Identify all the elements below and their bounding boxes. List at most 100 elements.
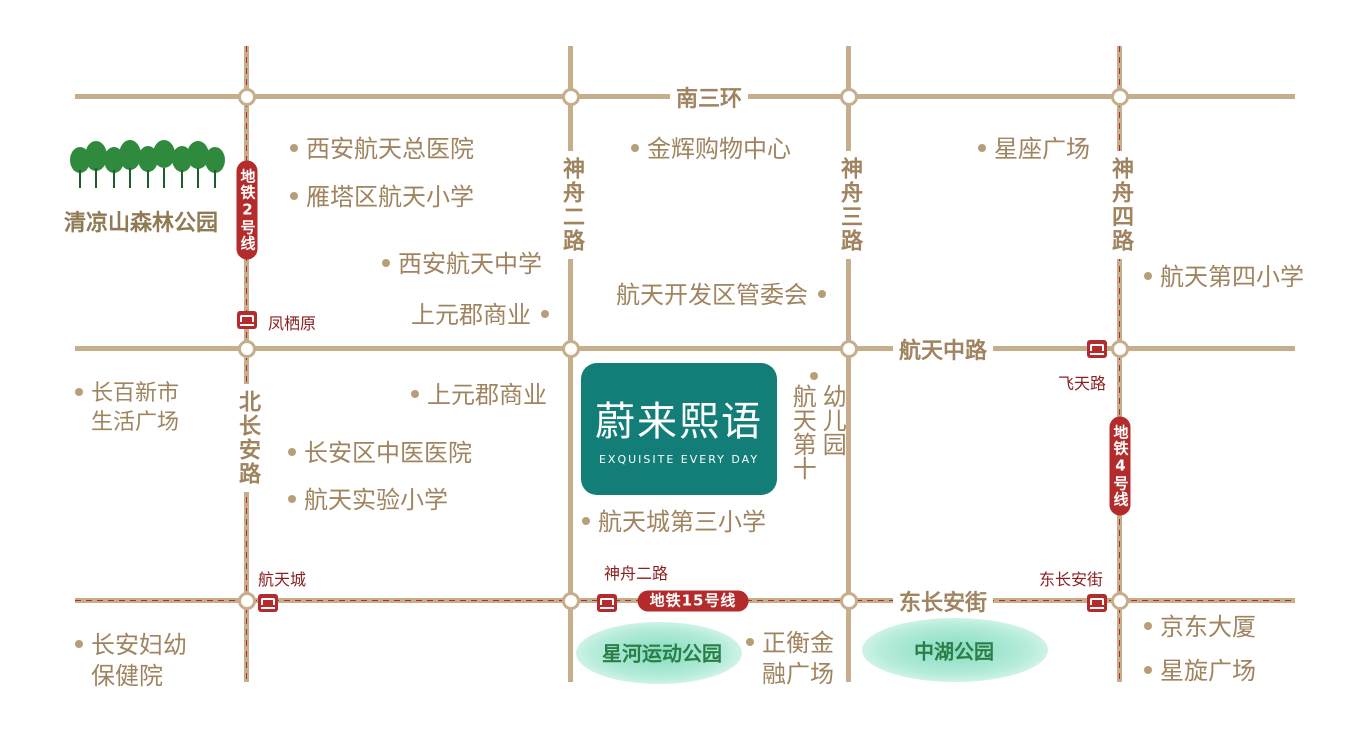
poi-label: 上元郡商业 (411, 301, 531, 329)
park-area-xinghe (576, 622, 742, 684)
poi-label: 星座广场 (994, 135, 1090, 163)
poi-dot (75, 640, 83, 648)
poi-dot (746, 638, 754, 646)
park-label-qingliangshan: 清凉山森林公园 (64, 211, 219, 236)
poi-label: 金辉购物中心 (647, 135, 791, 163)
poi-label-line2: 保健院 (91, 662, 163, 691)
poi-xingzuo-plaza: 星座广场 (978, 134, 1090, 165)
station-label-dong-changan-jie: 东长安街 (1039, 570, 1104, 589)
intersection-node (562, 340, 580, 358)
road-label-nan-san-huan: 南三环 (669, 81, 749, 113)
poi-hangtian-exp-school: 航天实验小学 (288, 485, 448, 516)
poi-label: 长安区中医医院 (304, 439, 472, 467)
metro-line-2-road (244, 46, 249, 682)
poi-kindergarten-col1: 航天第十 (788, 384, 817, 480)
intersection-node (1111, 592, 1129, 610)
road-label-shenzhou-san-lu: 神舟三路 (833, 151, 865, 259)
intersection-node (1111, 88, 1129, 106)
poi-hangtian-admin: 航天开发区管委会 (616, 280, 826, 311)
poi-label: 航天开发区管委会 (616, 281, 808, 309)
road-label-shenzhou-si-lu: 神舟四路 (1104, 151, 1136, 259)
metro-badge-line-4: 地铁4号线 (1109, 416, 1131, 516)
park-label-zhonghu: 中湖公园 (914, 639, 994, 664)
poi-dot (288, 495, 296, 503)
poi-changbai-market: 长百新市 生活广场 (75, 380, 179, 437)
poi-jd-building: 京东大厦 (1144, 612, 1256, 643)
poi-dot (978, 144, 986, 152)
poi-xingxuan-plaza: 星旋广场 (1144, 656, 1256, 687)
poi-dot (631, 144, 639, 152)
poi-label-line1: 长百新市 (91, 381, 180, 406)
poi-label-line2: 融广场 (762, 660, 834, 689)
poi-dot (1144, 666, 1152, 674)
poi-label: 航天第四小学 (1160, 263, 1304, 291)
poi-label: 上元郡商业 (427, 381, 547, 409)
metro-station-icon (597, 594, 617, 612)
station-label-shenzhou-er-lu: 神舟二路 (604, 564, 669, 583)
poi-xian-hangtian-hospital: 西安航天总医院 (290, 134, 474, 165)
project-tagline: EXQUISITE EVERY DAY (598, 453, 760, 466)
station-label-feitianlu: 飞天路 (1058, 374, 1107, 393)
metro-line-4-road (1117, 46, 1122, 682)
poi-dot (382, 259, 390, 267)
metro-station-icon (1087, 340, 1107, 358)
poi-label-line2: 生活广场 (91, 409, 180, 435)
poi-dot (541, 310, 549, 318)
poi-dot (582, 517, 590, 525)
poi-dot (411, 390, 419, 398)
intersection-node (840, 340, 858, 358)
poi-hangtian-3rd-school: 航天城第三小学 (582, 507, 766, 538)
poi-kindergarten-col2: 幼儿园 (818, 384, 847, 456)
poi-label-line1: 长安妇幼 (91, 631, 187, 659)
road-shenzhou-er-lu (568, 46, 573, 682)
road-label-dong-changan-jie: 东长安街 (892, 585, 994, 617)
intersection-node (840, 88, 858, 106)
poi-label: 雁塔区航天小学 (306, 183, 474, 211)
station-label-fengqiyuan: 凤栖原 (268, 314, 317, 333)
poi-dot (818, 290, 826, 298)
poi-label: 京东大厦 (1160, 613, 1256, 641)
poi-zhengheng-plaza: 正衡金 融广场 (746, 628, 834, 690)
poi-label: 航天城第三小学 (598, 508, 766, 536)
metro-station-icon (258, 594, 278, 612)
poi-maternal-hospital: 长安妇幼 保健院 (75, 630, 187, 692)
poi-dot (75, 388, 83, 396)
intersection-node (562, 592, 580, 610)
intersection-node (238, 340, 256, 358)
poi-label: 航天实验小学 (304, 486, 448, 514)
poi-xian-hangtian-middle: 西安航天中学 (382, 249, 542, 280)
poi-hangtian-4th-school: 航天第四小学 (1144, 262, 1304, 293)
road-label-shenzhou-er-lu: 神舟二路 (555, 151, 587, 259)
poi-dot (290, 144, 298, 152)
intersection-node (1111, 340, 1129, 358)
park-area-zhonghu (862, 618, 1048, 682)
station-label-hangtiancheng: 航天城 (258, 570, 307, 589)
poi-label-line1: 正衡金 (762, 629, 834, 657)
poi-dot (288, 448, 296, 456)
intersection-node (840, 592, 858, 610)
poi-shangyuanjun-2: 上元郡商业 (411, 380, 547, 411)
road-shenzhou-san-lu (846, 46, 851, 682)
poi-label: 星旋广场 (1160, 657, 1256, 685)
poi-dot (1144, 622, 1152, 630)
intersection-node (562, 88, 580, 106)
poi-label: 西安航天总医院 (306, 135, 474, 163)
metro-station-icon (1087, 594, 1107, 612)
poi-dot (810, 372, 818, 380)
project-logo-block: 蔚来熙语 EXQUISITE EVERY DAY (581, 363, 777, 495)
project-name: 蔚来熙语 (595, 399, 763, 445)
metro-station-icon (237, 311, 257, 329)
road-label-hangtian-zhong-lu: 航天中路 (892, 333, 994, 365)
intersection-node (238, 592, 256, 610)
poi-yanta-hangtian-school: 雁塔区航天小学 (290, 182, 474, 213)
metro-badge-line-15: 地铁15号线 (637, 590, 749, 612)
poi-jinhui-mall: 金辉购物中心 (631, 134, 791, 165)
poi-dot (1144, 272, 1152, 280)
poi-label: 西安航天中学 (398, 250, 542, 278)
poi-shangyuanjun-1: 上元郡商业 (411, 300, 549, 331)
forest-icon (70, 140, 225, 188)
road-label-bei-changan-lu: 北长安路 (231, 384, 263, 492)
park-label-xinghe: 星河运动公园 (602, 641, 722, 666)
intersection-node (238, 88, 256, 106)
